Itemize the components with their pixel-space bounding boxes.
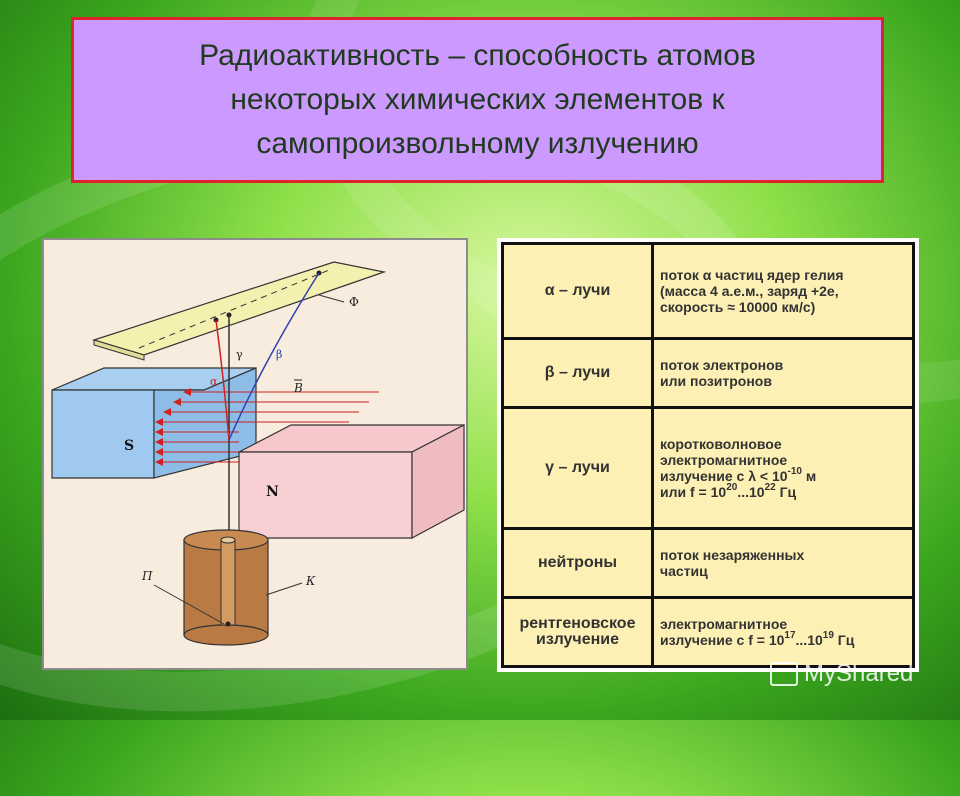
desc-line: частиц bbox=[660, 562, 708, 579]
p-pointer bbox=[153, 584, 225, 625]
plate-dashed-line bbox=[138, 269, 330, 349]
superscript: 20 bbox=[726, 481, 738, 493]
magnet-n-front bbox=[238, 451, 413, 539]
desc-line: поток электронов bbox=[660, 356, 784, 373]
field-lines bbox=[155, 388, 379, 466]
row-name: рентгеновское излучение bbox=[501, 595, 654, 669]
desc-line: Гц bbox=[775, 483, 797, 500]
channel bbox=[220, 539, 236, 626]
alpha-ray bbox=[215, 319, 230, 441]
definition-line-2: некоторых химических элементов к bbox=[230, 83, 725, 116]
definition-text: Радиоактивность – способность атомов нек… bbox=[199, 34, 756, 166]
definition-box: Радиоактивность – способность атомов нек… bbox=[71, 17, 884, 183]
magnet-n-side bbox=[411, 424, 465, 540]
superscript: 19 bbox=[822, 629, 834, 641]
desc-line: (масса 4 а.е.м., заряд +2е, bbox=[660, 282, 839, 299]
desc-line: излучение с λ < 10 bbox=[660, 467, 788, 484]
label-phi: Ф bbox=[349, 295, 359, 309]
superscript: -10 bbox=[787, 465, 802, 477]
phi-pointer bbox=[318, 294, 345, 303]
label-gamma: γ bbox=[236, 348, 243, 361]
desc-line: ...10 bbox=[795, 631, 823, 648]
radiation-types-table: α – лучи поток α частиц ядер гелия (масс… bbox=[497, 238, 919, 672]
table-row: нейтроны поток незаряженных частиц bbox=[501, 526, 915, 599]
desc-line: электромагнитное bbox=[660, 615, 788, 632]
table-row: γ – лучи коротковолновое электромагнитно… bbox=[501, 406, 915, 530]
name-line: рентгеновское bbox=[519, 614, 636, 632]
radioactive-source bbox=[225, 621, 231, 627]
desc-line: м bbox=[801, 467, 817, 484]
definition-line-1: Радиоактивность – способность атомов bbox=[199, 39, 756, 72]
diagram-svg: Ф S N B γ β α bbox=[51, 261, 465, 646]
desc-line: поток незаряженных bbox=[660, 546, 805, 563]
watermark: MyShared bbox=[770, 660, 913, 688]
beta-ray bbox=[228, 272, 320, 441]
superscript: 22 bbox=[764, 481, 776, 493]
desc-line: электромагнитное bbox=[660, 451, 788, 468]
table-row: α – лучи поток α частиц ядер гелия (масс… bbox=[501, 242, 915, 340]
label-b: B bbox=[293, 381, 303, 395]
row-name: γ – лучи bbox=[501, 406, 654, 530]
table-row: рентгеновское излучение электромагнитное… bbox=[501, 595, 915, 669]
desc-line: поток α частиц ядер гелия bbox=[660, 266, 844, 283]
presentation-icon bbox=[770, 662, 798, 686]
table-row: β – лучи поток электронов или позитронов bbox=[501, 336, 915, 410]
desc-line: или f = 10 bbox=[660, 483, 727, 500]
definition-line-3: самопроизвольному излучению bbox=[256, 127, 699, 160]
desc-line: излучение с f = 10 bbox=[660, 631, 785, 648]
label-k: К bbox=[305, 574, 316, 588]
row-description: поток незаряженных частиц bbox=[651, 526, 915, 599]
magnet-s-front bbox=[51, 389, 155, 479]
label-beta: β bbox=[276, 348, 282, 361]
desc-line: скорость ≈ 10000 км/с) bbox=[660, 298, 816, 315]
name-line: излучение bbox=[535, 630, 619, 648]
photo-plate-edge bbox=[93, 339, 145, 361]
row-name: α – лучи bbox=[501, 242, 654, 340]
radioactivity-experiment-diagram: Ф S N B γ β α bbox=[42, 238, 468, 670]
row-name: β – лучи bbox=[501, 336, 654, 410]
desc-line: или позитронов bbox=[660, 372, 772, 389]
row-description: коротковолновое электромагнитное излучен… bbox=[651, 406, 915, 530]
superscript: 17 bbox=[784, 629, 796, 641]
label-n: N bbox=[266, 484, 279, 500]
label-alpha: α bbox=[210, 375, 218, 388]
row-description: поток α частиц ядер гелия (масса 4 а.е.м… bbox=[651, 242, 915, 340]
magnet-s-side bbox=[153, 367, 257, 479]
label-p: П bbox=[141, 569, 153, 583]
desc-line: ...10 bbox=[737, 483, 765, 500]
watermark-text: MyShared bbox=[804, 660, 914, 687]
label-s: S bbox=[124, 438, 134, 454]
desc-line: Гц bbox=[833, 631, 855, 648]
desc-line: коротковолновое bbox=[660, 435, 782, 452]
row-name: нейтроны bbox=[501, 526, 654, 599]
row-description: электромагнитное излучение с f = 1017...… bbox=[651, 595, 915, 669]
k-pointer bbox=[265, 582, 303, 596]
row-description: поток электронов или позитронов bbox=[651, 336, 915, 410]
photo-plate bbox=[91, 261, 387, 356]
